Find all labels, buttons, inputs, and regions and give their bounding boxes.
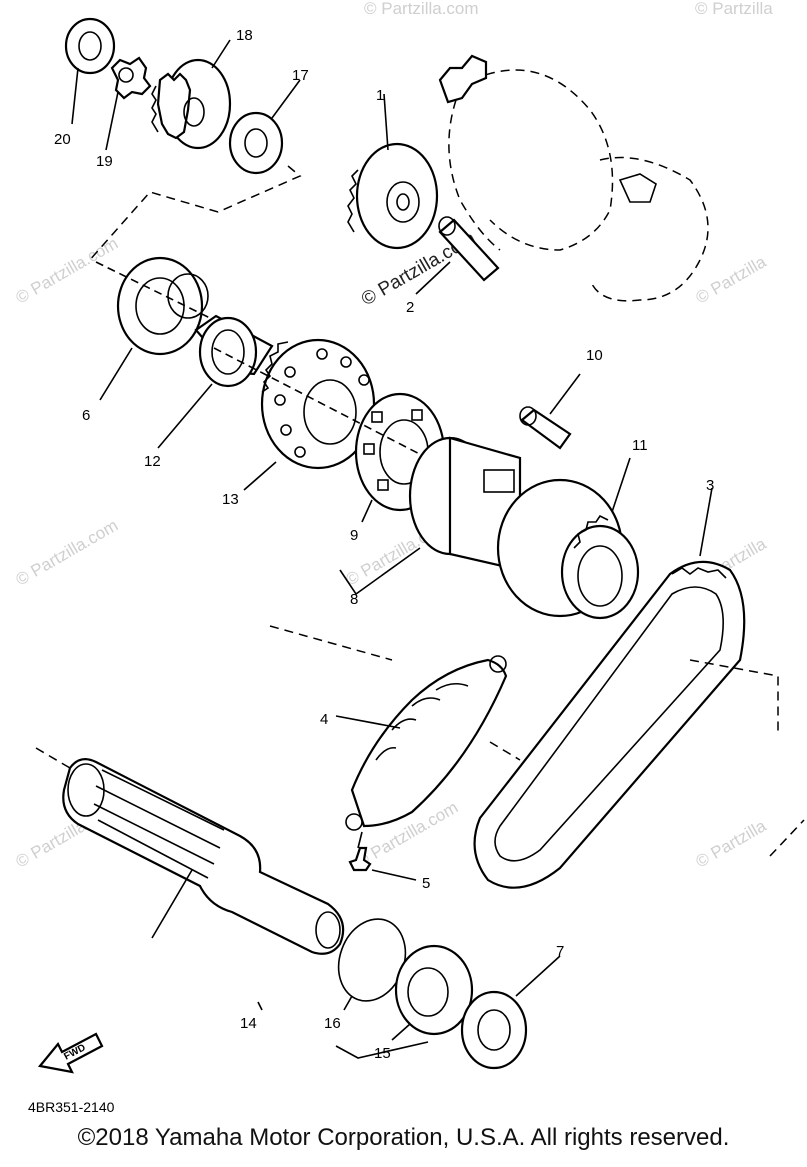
part-3-chain [473, 560, 746, 889]
part-15-bearing [394, 944, 474, 1036]
part-7-oil-seal [460, 990, 528, 1070]
fwd-arrow-icon: FWD [37, 1032, 104, 1074]
callout-12: 12 [144, 453, 161, 470]
watermark-left-upper: © Partzilla.com [13, 234, 122, 308]
callout-4: 4 [320, 711, 328, 728]
part-11-clutch-boss [408, 436, 640, 620]
callout-17: 17 [292, 67, 309, 84]
callout-9: 9 [350, 527, 358, 544]
part-6-bearing [116, 256, 209, 356]
callout-19: 19 [96, 153, 113, 170]
part-17-bearing [228, 111, 284, 175]
callout-11: 11 [632, 437, 648, 454]
callout-2: 2 [406, 299, 414, 316]
copyright-notice: ©2018 Yamaha Motor Corporation, U.S.A. A… [77, 1124, 730, 1151]
callout-16: 16 [324, 1015, 341, 1032]
watermark-top: © Partzilla.com [364, 0, 479, 18]
watermark-right-upper: © Partzilla [693, 252, 770, 308]
callout-5: 5 [422, 875, 430, 892]
part-19-lock-washer [110, 56, 152, 100]
part-18-drive-gear [151, 58, 232, 150]
part-number-code: 4BR351-2140 [28, 1099, 115, 1115]
callout-13: 13 [222, 491, 239, 508]
callout-10: 10 [586, 347, 603, 364]
part-20-seal [64, 17, 116, 75]
watermark-left-middle: © Partzilla.com [13, 516, 122, 590]
part-5-bolt [348, 831, 372, 872]
watermark-top-right: © Partzilla [695, 0, 773, 18]
part-4-chain-guide [345, 655, 508, 831]
part-14-shaft [62, 757, 345, 955]
part-13-wheel-gear [260, 338, 376, 470]
callout-14: 14 [240, 1015, 257, 1032]
callout-6: 6 [82, 407, 90, 424]
callout-1: 1 [376, 87, 384, 104]
callout-20: 20 [54, 131, 71, 148]
part-10-pin [519, 406, 572, 450]
watermark-right-lower: © Partzilla [693, 816, 770, 872]
crankcase-outline [438, 54, 709, 302]
callout-7: 7 [556, 943, 564, 960]
callout-15: 15 [374, 1045, 391, 1062]
part-12-collar [194, 314, 274, 388]
callout-labels: 18 17 20 19 1 2 10 6 12 11 3 13 9 8 4 5 … [28, 27, 714, 1115]
part-2-pin [438, 216, 500, 282]
callout-8: 8 [350, 591, 358, 608]
callout-3: 3 [706, 477, 714, 494]
callout-18: 18 [236, 27, 253, 44]
part-1-gear [347, 142, 439, 250]
